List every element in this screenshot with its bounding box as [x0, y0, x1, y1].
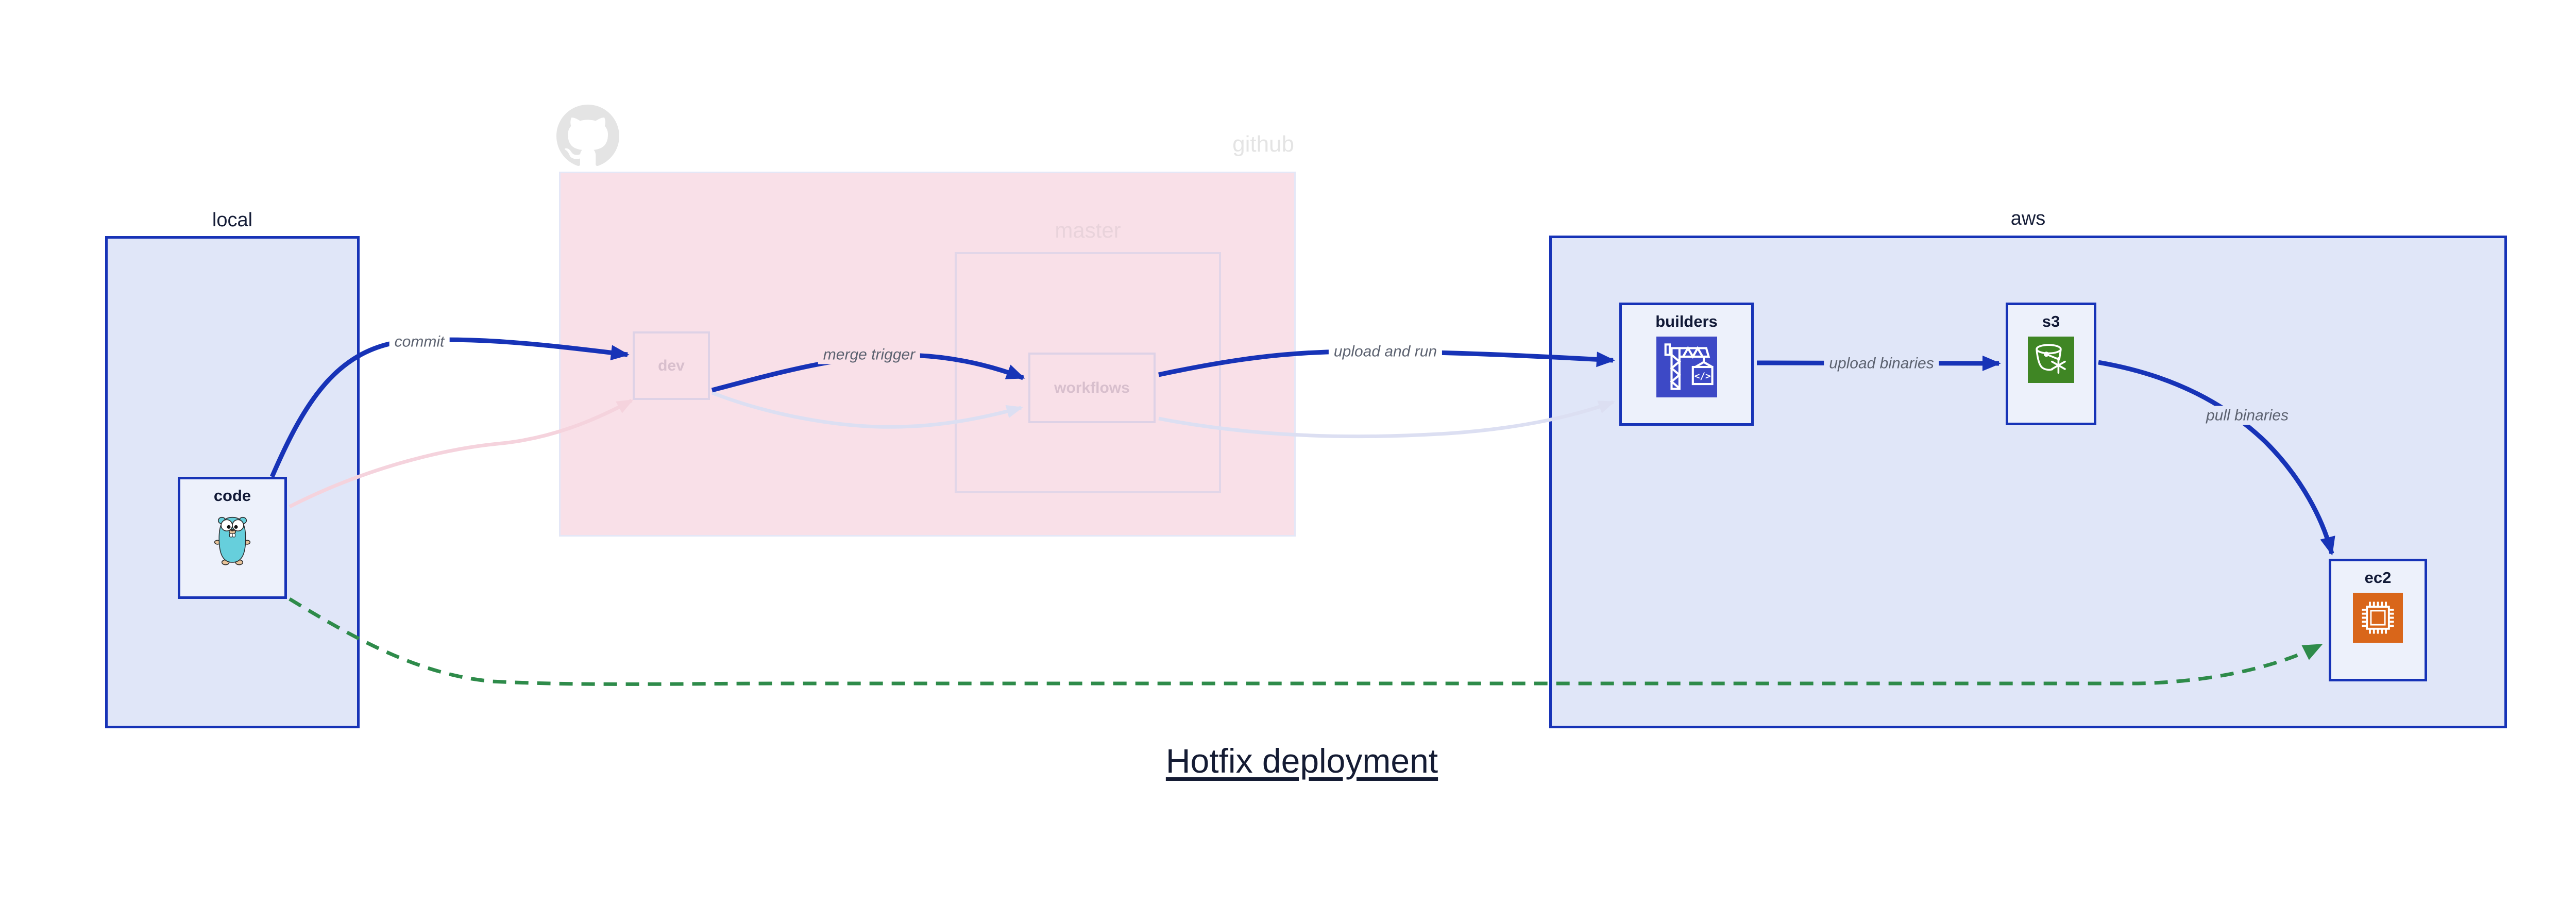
s3-bucket-icon [2028, 337, 2074, 383]
node-builders-label: builders [1655, 312, 1718, 330]
github-octocat-icon [556, 105, 619, 168]
node-ec2-label: ec2 [2364, 569, 2392, 587]
node-code-label: code [213, 487, 251, 505]
node-dev: dev [633, 331, 710, 400]
node-ec2: ec2 [2329, 559, 2427, 681]
node-workflows: workflows [1028, 353, 1156, 423]
github-container-label: github [1232, 131, 1294, 157]
node-s3-label: s3 [2042, 312, 2060, 330]
edge-label-commit: commit [389, 332, 450, 352]
master-subgraph-label: master [1055, 218, 1121, 242]
aws-container-label: aws [2010, 208, 2046, 229]
node-workflows-label: workflows [1054, 379, 1130, 396]
node-builders: builders </> [1619, 303, 1754, 426]
node-s3: s3 [2006, 303, 2096, 425]
ec2-chip-icon [2353, 593, 2403, 643]
local-container-label: local [212, 209, 253, 231]
edge-label-pull-binaries: pull binaries [2200, 406, 2294, 425]
codebuild-code-glyph: </> [1694, 372, 1710, 382]
codebuild-crane-icon: </> [1656, 337, 1717, 397]
edge-label-merge-trigger: merge trigger [818, 345, 921, 364]
gopher-icon [212, 511, 252, 566]
edge-label-upload-and-run: upload and run [1328, 342, 1443, 361]
diagram-title: Hotfix deployment [1165, 742, 1438, 780]
node-code: code [178, 477, 287, 599]
edge-label-upload-binaries: upload binaries [1824, 354, 1939, 373]
node-dev-label: dev [658, 357, 685, 374]
